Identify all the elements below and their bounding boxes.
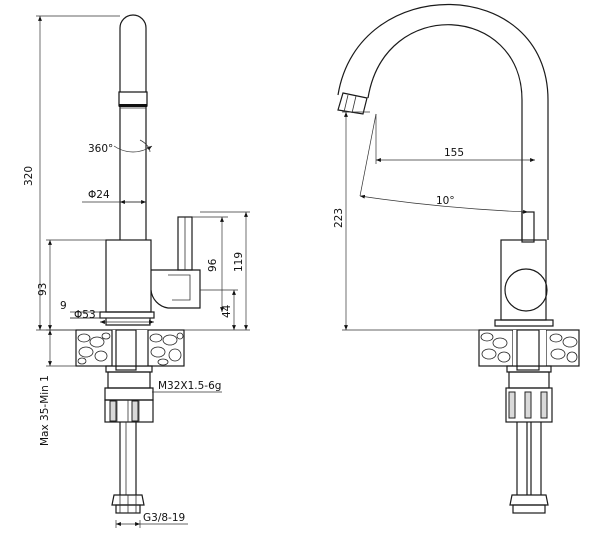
label-lever-height: 96 xyxy=(207,258,219,272)
gooseneck-spout xyxy=(337,3,549,240)
countertop xyxy=(75,329,185,367)
label-rotation: 360° xyxy=(88,143,113,155)
label-spout-height: 223 xyxy=(333,208,345,228)
label-hose-thread: G3/8-19 xyxy=(143,512,185,524)
label-lever-offset: 44 xyxy=(221,304,233,318)
label-deck-thickness: Max 35-Min 1 xyxy=(39,375,51,446)
label-body-height: 93 xyxy=(37,283,49,296)
label-spout-angle: 10° xyxy=(436,195,455,207)
label-base-offset: 9 xyxy=(60,300,67,312)
front-shank xyxy=(505,329,553,514)
side-view: 320 360° Φ24 93 9 Φ53 96 119 44 M32X1.5-… xyxy=(23,14,250,528)
front-countertop xyxy=(478,329,580,367)
mounting-shank xyxy=(104,329,154,495)
front-body xyxy=(494,211,554,327)
front-view: 155 223 10° xyxy=(333,3,580,514)
spout-pipe xyxy=(118,14,148,240)
hose-fitting xyxy=(111,494,145,514)
front-dimensions xyxy=(342,111,535,331)
label-base-diameter: Φ53 xyxy=(74,309,96,321)
label-spout-reach: 155 xyxy=(444,147,464,159)
rotation-indicator xyxy=(113,139,153,153)
aerator-ring xyxy=(118,91,148,107)
label-side-height: 119 xyxy=(233,252,245,272)
side-dimensions xyxy=(36,15,250,528)
label-height-total: 320 xyxy=(23,166,35,186)
lever-handle xyxy=(150,216,201,309)
faucet-body xyxy=(99,239,155,326)
label-thread-spec: M32X1.5-6g xyxy=(158,380,221,392)
label-pipe-diameter: Φ24 xyxy=(88,189,110,201)
